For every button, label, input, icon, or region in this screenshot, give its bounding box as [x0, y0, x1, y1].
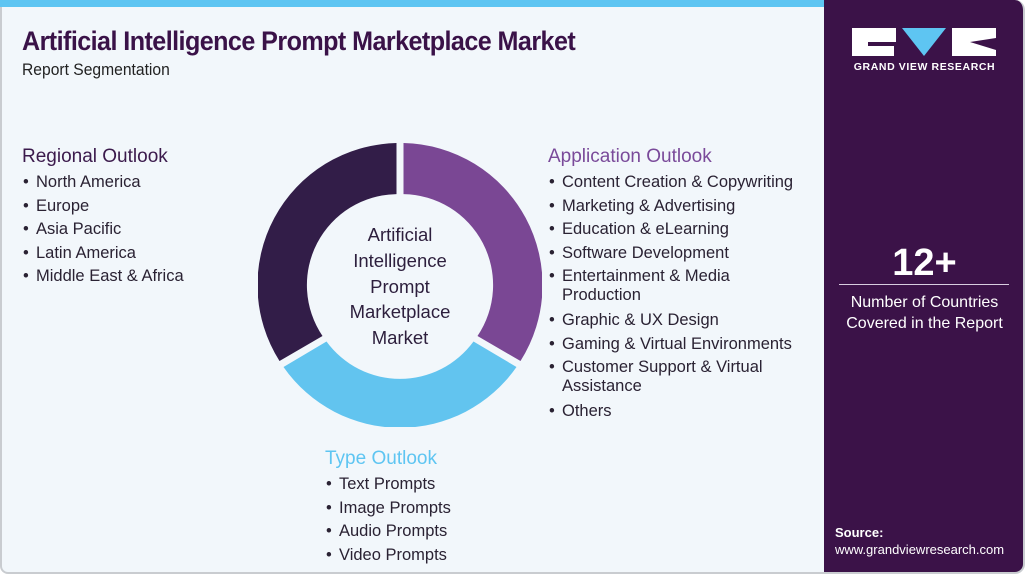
- stat-divider: [839, 284, 1009, 285]
- source-label: Source:: [835, 525, 884, 540]
- brand-name: GRAND VIEW RESEARCH: [853, 61, 996, 73]
- list-item: Latin America: [22, 242, 184, 266]
- list-item: Asia Pacific: [22, 218, 184, 242]
- countries-stat-value: 12+: [892, 242, 957, 284]
- source-url: www.grandviewresearch.com: [835, 542, 1005, 557]
- center-label-line: Prompt: [370, 275, 430, 297]
- list-item: Gaming & Virtual Environments: [548, 333, 828, 357]
- type-outlook-list: Text Prompts Image Prompts Audio Prompts…: [325, 473, 451, 567]
- application-outlook-section: Application Outlook Content Creation & C…: [548, 146, 828, 424]
- center-label-line: Artificial: [367, 224, 433, 245]
- application-outlook-title: Application Outlook: [548, 146, 712, 167]
- list-item: Graphic & UX Design: [548, 309, 828, 333]
- regional-outlook-section: Regional Outlook North America Europe As…: [22, 146, 184, 289]
- application-outlook-list: Content Creation & Copywriting Marketing…: [548, 171, 828, 424]
- center-label-line: Market: [371, 327, 429, 349]
- list-item: Image Prompts: [325, 497, 451, 521]
- list-item: Content Creation & Copywriting: [548, 171, 828, 195]
- list-item: Europe: [22, 195, 184, 219]
- center-label-line: Intelligence: [353, 249, 447, 271]
- list-item: Marketing & Advertising: [548, 195, 828, 219]
- list-item: Middle East & Africa: [22, 265, 184, 289]
- type-outlook-title: Type Outlook: [325, 448, 437, 469]
- list-item: Audio Prompts: [325, 520, 451, 544]
- donut-segment-type: [283, 341, 517, 427]
- list-item: Video Prompts: [325, 544, 451, 568]
- regional-outlook-title: Regional Outlook: [22, 146, 168, 167]
- list-item: Education & eLearning: [548, 218, 828, 242]
- stat-label-line: Covered in the Report: [846, 315, 1003, 332]
- list-item: Customer Support & Virtual Assistance: [548, 358, 808, 396]
- donut-segment-regional: [258, 143, 397, 361]
- segmentation-donut-chart: [258, 143, 542, 427]
- stat-label-line: Number of Countries: [850, 294, 999, 311]
- type-outlook-section: Type Outlook Text Prompts Image Prompts …: [325, 448, 451, 567]
- donut-segment-application: [403, 143, 542, 361]
- list-item: Others: [548, 400, 828, 424]
- accent-top-bar: [0, 0, 826, 7]
- list-item: Software Development: [548, 242, 828, 266]
- page-subtitle: Report Segmentation: [22, 60, 170, 79]
- list-item: North America: [22, 171, 184, 195]
- page-title: Artificial Intelligence Prompt Marketpla…: [22, 26, 576, 56]
- grand-view-research-logo-icon: [852, 28, 996, 56]
- list-item: Entertainment & Media Production: [548, 267, 778, 305]
- list-item: Text Prompts: [325, 473, 451, 497]
- donut-center-label: Artificial Intelligence Prompt Marketpla…: [322, 222, 478, 351]
- side-panel: GRAND VIEW RESEARCH 12+ Number of Countr…: [824, 0, 1025, 574]
- regional-outlook-list: North America Europe Asia Pacific Latin …: [22, 171, 184, 289]
- center-label-line: Marketplace: [349, 301, 451, 323]
- countries-stat-label: Number of Countries Covered in the Repor…: [824, 292, 1025, 334]
